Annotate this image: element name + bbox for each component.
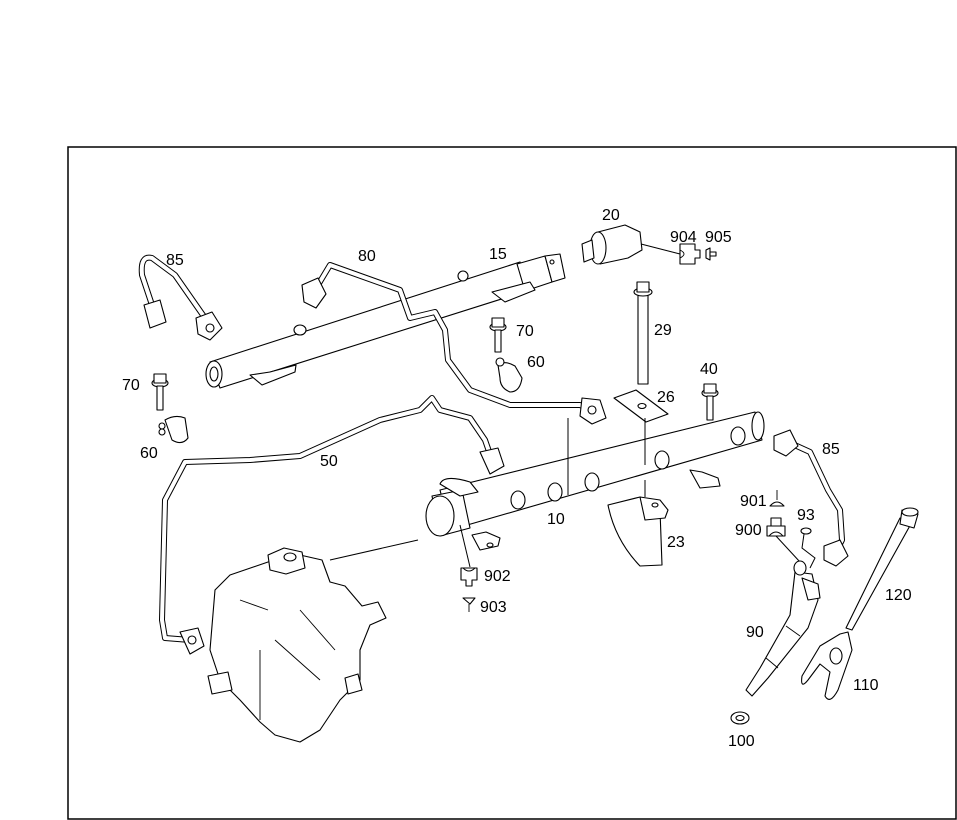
bolt-70-right[interactable] xyxy=(489,317,507,353)
callout-10[interactable]: 10 xyxy=(547,511,565,528)
diagram-frame xyxy=(67,146,957,820)
injector-90[interactable] xyxy=(745,560,821,697)
bolt-70-left[interactable] xyxy=(151,373,169,411)
pipe-50[interactable] xyxy=(159,395,505,655)
callout-85-left[interactable]: 85 xyxy=(166,252,184,269)
callout-90[interactable]: 90 xyxy=(746,624,764,641)
callout-901[interactable]: 901 xyxy=(740,493,767,510)
fuel-rail-upper[interactable] xyxy=(205,253,566,389)
callout-100[interactable]: 100 xyxy=(728,733,755,750)
callout-40[interactable]: 40 xyxy=(700,361,718,378)
callout-900[interactable]: 900 xyxy=(735,522,762,539)
callout-15[interactable]: 15 xyxy=(489,246,507,263)
clip-60-right[interactable] xyxy=(495,357,523,393)
callout-85-right[interactable]: 85 xyxy=(822,441,840,458)
clip-60-left[interactable] xyxy=(158,415,189,444)
callout-904[interactable]: 904 xyxy=(670,229,697,246)
bolt-120[interactable] xyxy=(845,507,919,631)
callout-29[interactable]: 29 xyxy=(654,322,672,339)
callout-902[interactable]: 902 xyxy=(484,568,511,585)
callout-60-right[interactable]: 60 xyxy=(527,354,545,371)
callout-93[interactable]: 93 xyxy=(797,507,815,524)
connector-902[interactable] xyxy=(459,524,478,587)
bracket-23[interactable] xyxy=(607,480,669,567)
callout-20[interactable]: 20 xyxy=(602,207,620,224)
high-pressure-pump[interactable] xyxy=(207,539,419,743)
callout-50[interactable]: 50 xyxy=(320,453,338,470)
pipe-85-left[interactable] xyxy=(138,254,223,341)
bolt-29[interactable] xyxy=(633,281,653,385)
callout-26[interactable]: 26 xyxy=(657,389,675,406)
callout-70-right[interactable]: 70 xyxy=(516,323,534,340)
callout-70-left[interactable]: 70 xyxy=(122,377,140,394)
pressure-sensor-20[interactable] xyxy=(581,224,681,265)
pin-903[interactable] xyxy=(462,597,476,612)
callout-80[interactable]: 80 xyxy=(358,248,376,265)
washer-93[interactable] xyxy=(800,527,816,569)
connector-900[interactable] xyxy=(766,517,801,563)
clamp-claw-110[interactable] xyxy=(801,631,853,700)
washer-100[interactable] xyxy=(730,711,750,725)
bolt-40[interactable] xyxy=(701,383,719,421)
callout-120[interactable]: 120 xyxy=(885,587,912,604)
callout-905[interactable]: 905 xyxy=(705,229,732,246)
plate-26[interactable] xyxy=(613,389,669,423)
callout-23[interactable]: 23 xyxy=(667,534,685,551)
fuel-rail-lower[interactable] xyxy=(425,411,765,551)
pipe-85-right[interactable] xyxy=(773,429,849,567)
callout-903[interactable]: 903 xyxy=(480,599,507,616)
pipe-80[interactable] xyxy=(301,262,607,425)
pin-905[interactable] xyxy=(705,247,717,261)
callout-60-left[interactable]: 60 xyxy=(140,445,158,462)
callout-110[interactable]: 110 xyxy=(853,677,879,694)
pin-901[interactable] xyxy=(769,490,785,507)
connector-904[interactable] xyxy=(679,243,701,265)
